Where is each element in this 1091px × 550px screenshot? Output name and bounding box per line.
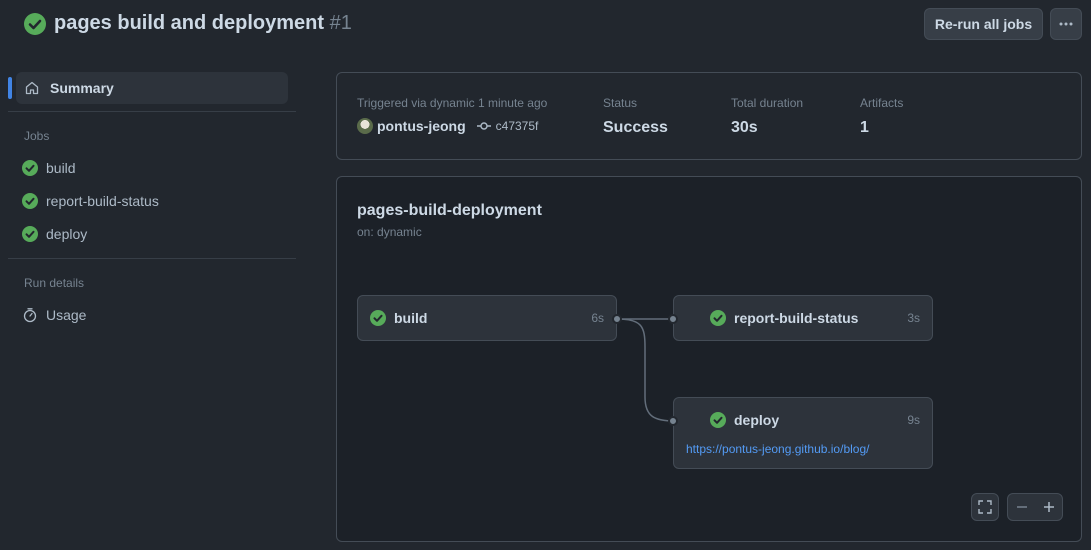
sidebar-item-deploy[interactable]: deploy [16, 220, 288, 248]
run-number: #1 [329, 12, 352, 34]
trigger-label: Triggered via dynamic 1 minute ago [357, 96, 548, 110]
zoom-controls [1007, 493, 1063, 521]
job-name: report-build-status [734, 310, 859, 326]
jobs-heading: Jobs [24, 129, 50, 143]
screen-full-icon [978, 500, 992, 514]
deployment-url-link[interactable]: https://pontus-jeong.github.io/blog/ [686, 442, 870, 456]
fullscreen-button[interactable] [971, 493, 999, 521]
sidebar-item-label: Summary [50, 80, 114, 96]
sidebar-item-summary[interactable]: Summary [16, 72, 288, 104]
workflow-graph-card: pages-build-deployment on: dynamic build… [336, 176, 1082, 542]
commit-link[interactable]: c47375f [476, 119, 539, 133]
job-duration: 9s [907, 413, 920, 427]
success-check-icon [370, 310, 386, 326]
stopwatch-icon [23, 308, 37, 323]
zoom-out-button[interactable] [1015, 500, 1029, 514]
git-commit-icon [476, 122, 491, 130]
job-name: build [394, 310, 428, 326]
zoom-in-button[interactable] [1042, 500, 1056, 514]
sidebar-item-label: build [46, 160, 76, 176]
success-check-icon [22, 226, 38, 242]
rerun-all-jobs-button[interactable]: Re-run all jobs [924, 8, 1043, 40]
artifacts-label: Artifacts [860, 96, 904, 110]
success-check-icon [710, 412, 726, 428]
output-port [612, 314, 622, 324]
sidebar-item-label: deploy [46, 226, 88, 242]
run-success-icon [24, 13, 46, 35]
actor-link[interactable]: pontus-jeong [377, 118, 466, 134]
job-duration: 6s [591, 311, 604, 325]
plus-icon [1043, 502, 1054, 512]
run-title-text: pages build and deployment [54, 12, 325, 34]
sidebar-item-build[interactable]: build [16, 154, 288, 182]
page-title: pages build and deployment #1 [54, 12, 352, 35]
job-connectors [617, 318, 676, 422]
home-icon [25, 81, 39, 95]
sidebar-item-report-build-status[interactable]: report-build-status [16, 187, 288, 215]
input-port [668, 416, 678, 426]
run-summary-card: Triggered via dynamic 1 minute ago pontu… [336, 72, 1082, 160]
kebab-horizontal-icon [1059, 22, 1073, 26]
more-options-button[interactable] [1050, 8, 1082, 40]
success-check-icon [22, 193, 38, 209]
commit-sha: c47375f [495, 119, 539, 133]
active-indicator [8, 77, 12, 99]
status-value: Success [603, 119, 668, 136]
avatar [357, 118, 373, 134]
sidebar-item-label: report-build-status [46, 193, 159, 209]
job-node-deploy[interactable]: deploy 9s https://pontus-jeong.github.io… [673, 397, 933, 469]
duration-label: Total duration [731, 96, 804, 110]
input-port [668, 314, 678, 324]
sidebar-item-label: Usage [46, 307, 87, 323]
workflow-trigger: on: dynamic [357, 225, 422, 239]
success-check-icon [710, 310, 726, 326]
sidebar-item-usage[interactable]: Usage [16, 301, 288, 329]
job-node-report-build-status[interactable]: report-build-status 3s [673, 295, 933, 341]
job-duration: 3s [907, 311, 920, 325]
workflow-name: pages-build-deployment [357, 202, 542, 219]
job-node-build[interactable]: build 6s [357, 295, 617, 341]
artifacts-value[interactable]: 1 [860, 119, 869, 136]
run-details-heading: Run details [24, 276, 85, 290]
job-name: deploy [734, 412, 780, 428]
duration-value: 30s [731, 119, 758, 136]
dash-icon [1016, 506, 1027, 508]
sidebar-divider [8, 111, 296, 112]
status-label: Status [603, 96, 638, 110]
success-check-icon [22, 160, 38, 176]
sidebar-divider [8, 258, 296, 259]
